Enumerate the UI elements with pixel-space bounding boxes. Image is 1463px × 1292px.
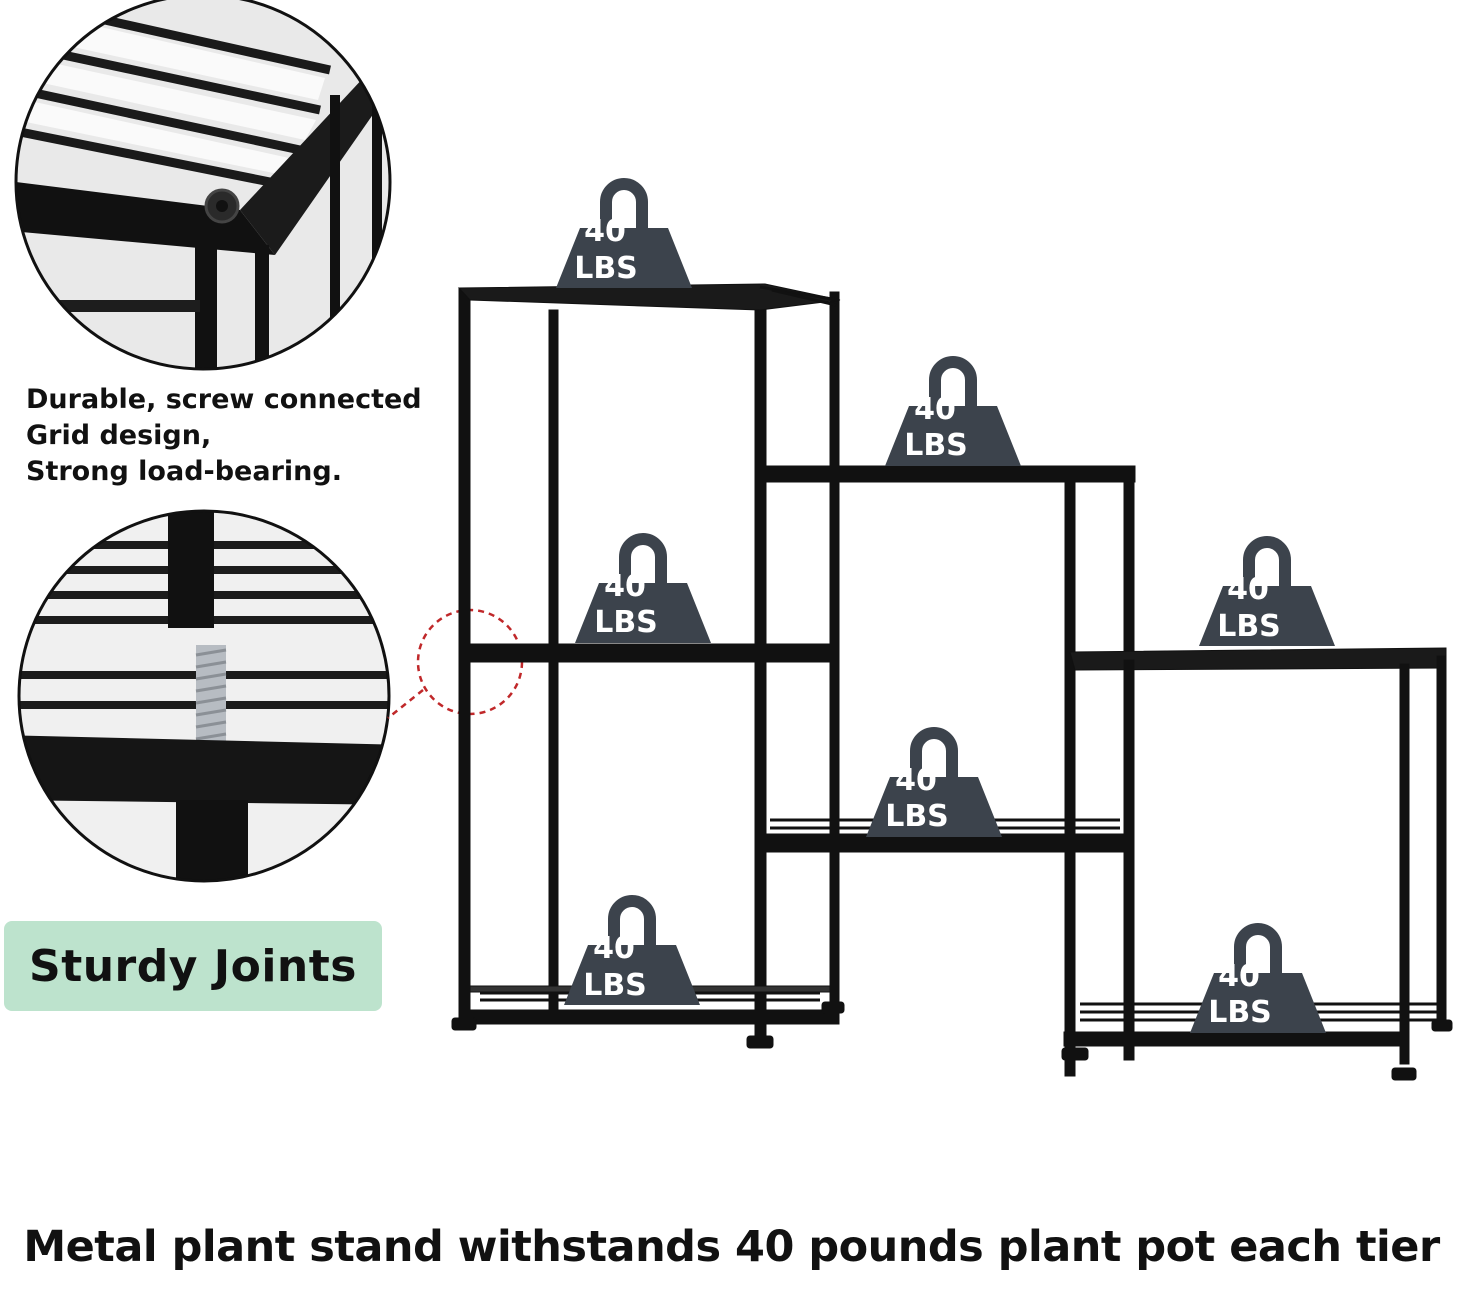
- weight-value: 40: [604, 569, 646, 604]
- weight-unit: LBS: [1208, 995, 1272, 1030]
- weight-icon: 40 LBS: [885, 362, 1021, 466]
- joint-highlight-callout: [387, 608, 524, 719]
- weight-icon: 40 LBS: [556, 184, 692, 288]
- weight-unit: LBS: [1217, 609, 1281, 644]
- weight-unit: LBS: [574, 251, 638, 286]
- weight-value: 40: [1227, 572, 1269, 607]
- product-caption: Metal plant stand withstands 40 pounds p…: [23, 1222, 1440, 1272]
- weight-value: 40: [895, 763, 937, 798]
- weight-unit: LBS: [885, 799, 949, 834]
- feature-line: Strong load-bearing.: [26, 456, 342, 487]
- feature-line: Durable, screw connected: [26, 384, 422, 415]
- weight-icon: 40 LBS: [866, 733, 1002, 837]
- badge-label: Sturdy Joints: [29, 940, 357, 992]
- plant-stand-frame: [451, 283, 1453, 1081]
- shelf-corner-closeup: [14, 0, 392, 371]
- weight-unit: LBS: [583, 968, 647, 1003]
- feature-description: Durable, screw connected Grid design, St…: [26, 382, 446, 490]
- weight-icon: 40 LBS: [1199, 542, 1335, 646]
- weight-icon: 40 LBS: [564, 901, 700, 1005]
- weight-value: 40: [584, 214, 626, 249]
- sturdy-joints-badge: Sturdy Joints: [4, 921, 382, 1011]
- weight-value: 40: [1218, 959, 1260, 994]
- weight-unit: LBS: [594, 605, 658, 640]
- weight-unit: LBS: [904, 428, 968, 463]
- weight-value: 40: [914, 392, 956, 427]
- screw-joint-closeup: [17, 509, 391, 883]
- weight-value: 40: [593, 931, 635, 966]
- feature-line: Grid design,: [26, 420, 212, 451]
- weight-icon: 40 LBS: [575, 539, 711, 643]
- weight-icon: 40 LBS: [1190, 929, 1326, 1033]
